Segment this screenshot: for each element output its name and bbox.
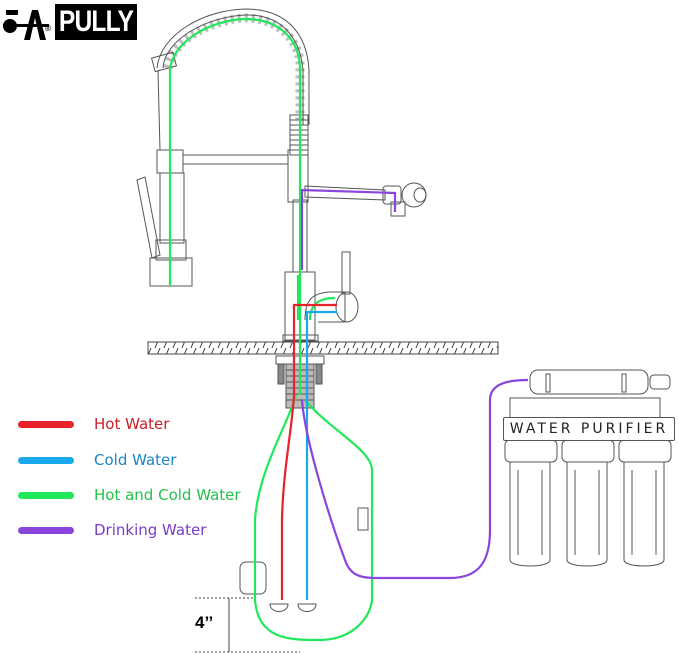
drinking-water-line xyxy=(300,188,529,580)
dimension-label: 4’’ xyxy=(195,613,214,632)
drinking-water-swatch xyxy=(18,526,74,534)
hot-and-cold-water-swatch xyxy=(18,491,74,499)
fa-logo-mark-icon xyxy=(3,10,49,40)
faucet-outline xyxy=(136,8,499,612)
cold-water-line xyxy=(305,310,337,600)
legend-label: Hot and Cold Water xyxy=(94,486,241,504)
hot-water-swatch xyxy=(18,420,74,428)
legend-label: Hot Water xyxy=(94,415,170,433)
hot-cold-water-lines xyxy=(168,17,374,642)
brand-name: PULLY xyxy=(55,4,137,40)
hot-water-line xyxy=(280,303,337,600)
water-purifier-label: WATER PURIFIER xyxy=(503,417,675,441)
legend-item-hot-and-cold-water: Hot and Cold Water xyxy=(18,485,241,505)
cold-water-swatch xyxy=(18,456,74,464)
height-dimension xyxy=(195,597,300,653)
water-purifier-unit xyxy=(504,369,672,567)
legend-item-hot-water: Hot Water xyxy=(18,414,169,434)
legend-item-drinking-water: Drinking Water xyxy=(18,520,206,540)
legend-label: Drinking Water xyxy=(94,521,207,539)
legend-item-cold-water: Cold Water xyxy=(18,450,176,470)
legend-label: Cold Water xyxy=(94,451,177,469)
registered-mark: ® xyxy=(44,24,52,33)
